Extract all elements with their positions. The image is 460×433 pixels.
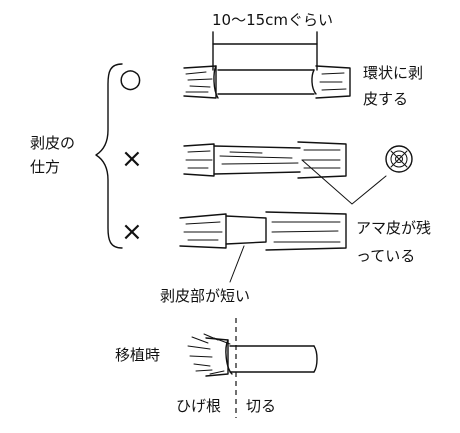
bad-mark-1: ×: [121, 144, 143, 174]
section-title-line2: 仕方: [30, 158, 61, 176]
row1-note-line2: 皮する: [363, 90, 409, 108]
row2-note-line1: アマ皮が残: [356, 219, 432, 237]
section-title-line1: 剥皮の: [30, 134, 76, 152]
roots-label: ひげ根: [176, 397, 222, 415]
row3-note: 剥皮部が短い: [160, 287, 251, 305]
branch-ring-peeled: [183, 65, 351, 99]
length-label: 10～15cmぐらい: [212, 11, 334, 29]
transplant-label: 移植時: [115, 346, 161, 364]
good-mark: ○: [119, 64, 142, 94]
cut-label: 切る: [246, 397, 277, 415]
branch-inner-bark-remains: [183, 141, 413, 205]
bad-mark-2: ×: [121, 217, 143, 247]
transplant-branch: [187, 318, 318, 418]
length-dimension: [212, 31, 318, 71]
brace: [95, 63, 123, 249]
branch-peeled-too-short: [179, 211, 347, 283]
row1-note-line1: 環状に剥: [363, 64, 424, 82]
row2-note-line2: っている: [356, 247, 416, 265]
